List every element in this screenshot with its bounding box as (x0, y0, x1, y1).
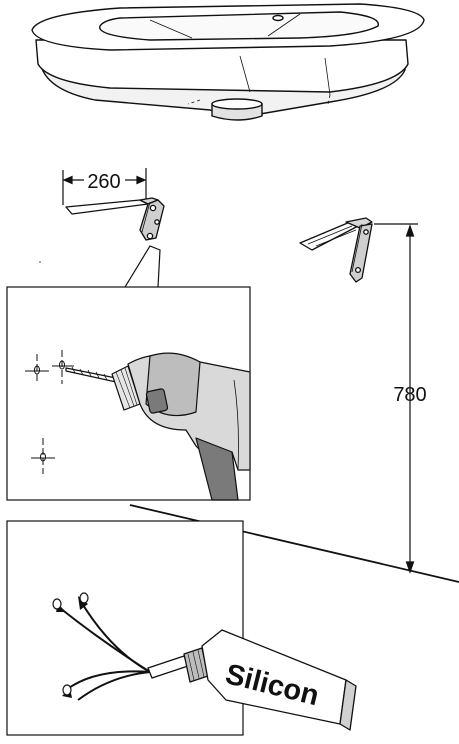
floor-line (129, 504, 459, 583)
bracket-width-dimension (62, 168, 147, 205)
wall-hole-icon (52, 592, 89, 696)
mounting-height-dimension (374, 223, 418, 574)
drill-hole-marker (52, 350, 74, 384)
drill-hole-marker (25, 354, 49, 384)
speck (39, 261, 41, 263)
bracket-width-label: 260 (87, 171, 120, 193)
wall-bracket-icon (299, 217, 373, 283)
drill-panel (6, 245, 251, 501)
silicone-tube-icon (147, 629, 357, 731)
silicone-bead-lines (59, 599, 151, 701)
wall-bracket-icon (65, 197, 165, 241)
drill-icon (65, 352, 251, 501)
silicone-panel: Silicon (6, 520, 357, 736)
mounting-height-label: 780 (393, 384, 426, 406)
washbasin-icon (31, 3, 425, 121)
drill-hole-marker (31, 438, 55, 474)
